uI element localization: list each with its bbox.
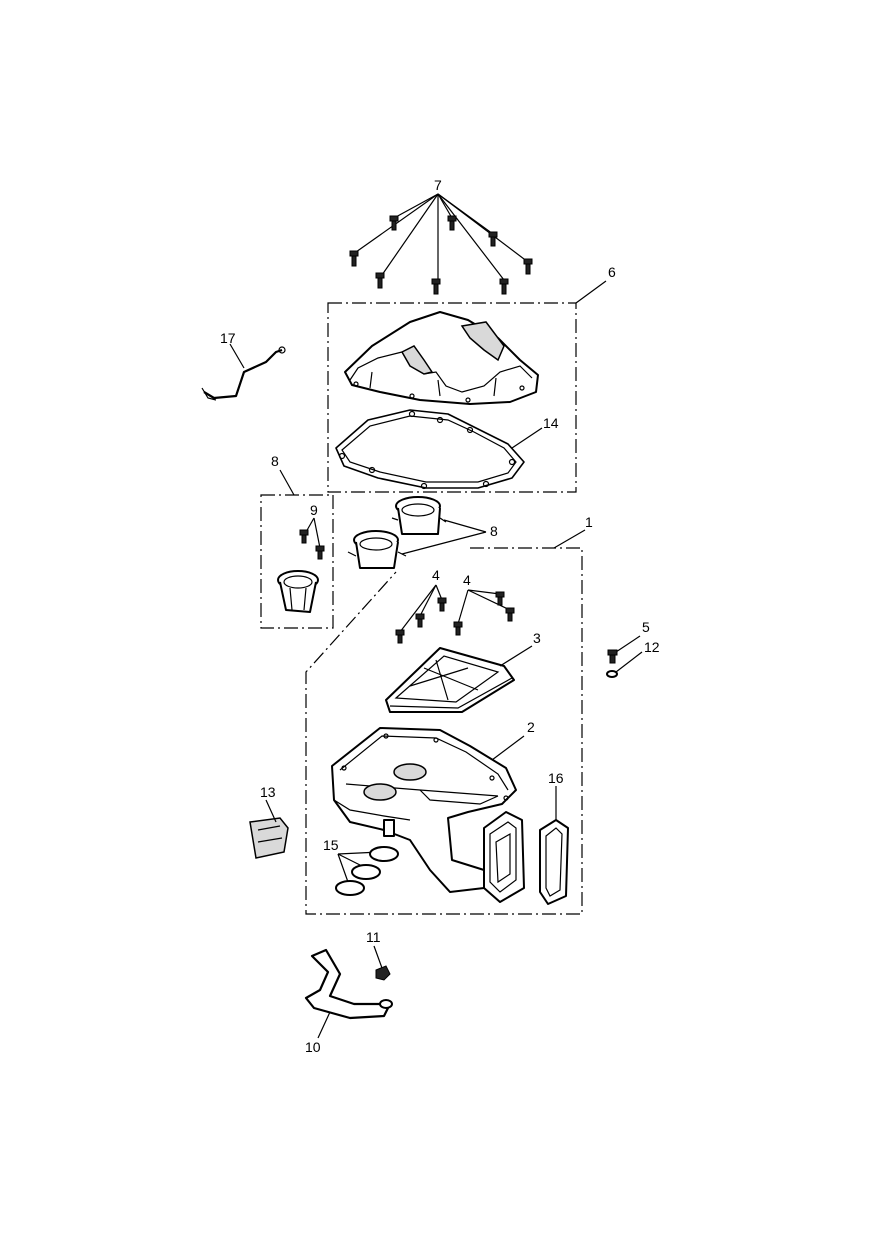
breather-hose [304,948,393,1039]
cover-gasket [335,409,543,490]
callout-8-right: 8 [490,523,498,539]
group-box-6 [327,302,577,493]
callout-9: 9 [310,502,318,518]
filter-screws [395,584,515,644]
airbox-lower-housing [331,727,525,903]
callout-6: 6 [608,264,616,280]
bolt-and-washer [606,635,643,678]
callout-8-left: 8 [271,453,279,469]
callout-17: 17 [220,330,236,346]
callout-5: 5 [642,619,650,635]
callout-1: 1 [585,514,593,530]
callout-3: 3 [533,630,541,646]
intake-funnels-pair [347,496,487,569]
callout-16: 16 [548,770,564,786]
callout-14: 14 [543,415,559,431]
intake-screws [299,517,325,560]
sensor-harness [201,343,286,401]
group-box-1 [305,547,583,915]
callout-7: 7 [434,177,442,193]
callout-13: 13 [260,784,276,800]
trim-pad [249,799,289,859]
callout-2: 2 [527,719,535,735]
callout-12: 12 [644,639,660,655]
callout-4-left: 4 [432,567,440,583]
intake-funnel-single [277,570,319,613]
callout-4-right: 4 [463,572,471,588]
o-rings [335,846,399,896]
air-filter-element [385,645,533,713]
airbox-top-cover [344,311,539,405]
callout-11: 11 [366,929,381,945]
duct-seal [539,786,569,905]
callout-15: 15 [323,837,339,853]
hose-clip [373,945,391,981]
group-box-8 [260,494,334,629]
top-cover-bolts [349,193,533,295]
callout-10: 10 [305,1039,321,1055]
